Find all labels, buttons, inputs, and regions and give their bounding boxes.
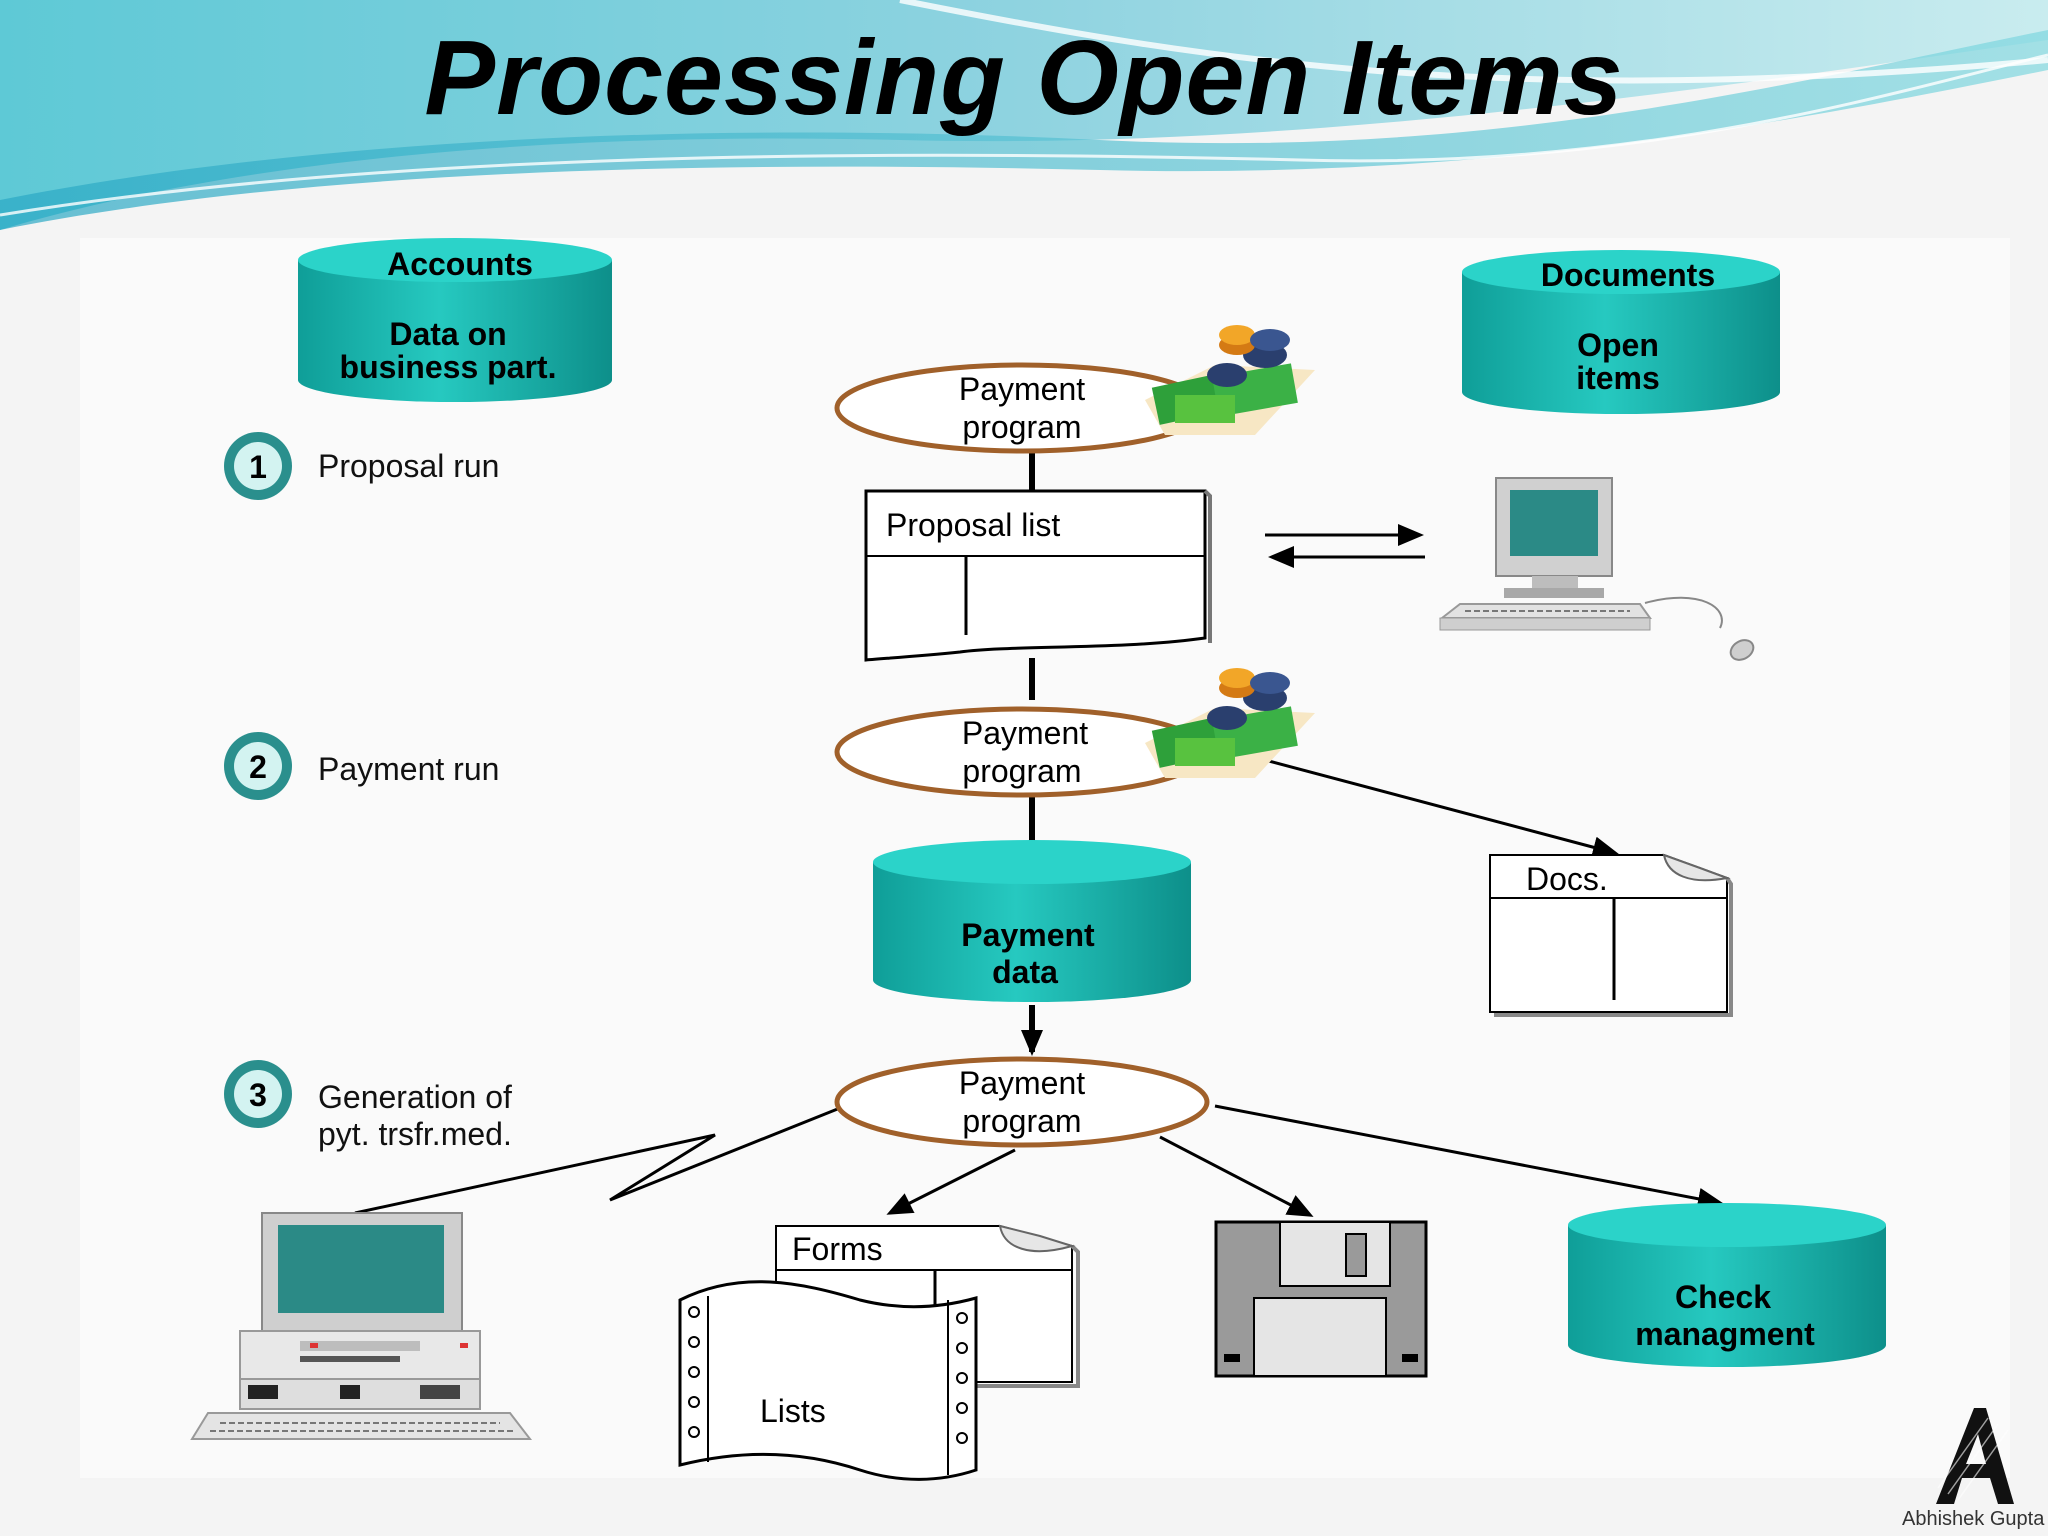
author-logo-icon xyxy=(1936,1408,2014,1504)
accounts-title: Accounts xyxy=(387,246,533,282)
floppy-disk-icon xyxy=(1214,1220,1428,1378)
step-2-label: Payment run xyxy=(318,751,499,787)
lists-label: Lists xyxy=(760,1393,826,1429)
slide-title: Processing Open Items xyxy=(424,19,1624,137)
money-icon xyxy=(1145,668,1315,778)
check-line1: Check xyxy=(1675,1279,1771,1315)
documents-line2: Open xyxy=(1577,327,1659,363)
check-line2: managment xyxy=(1635,1316,1815,1352)
accounts-line3: business part. xyxy=(340,349,557,385)
documents-database: Documents Open items xyxy=(1462,250,1780,414)
accounts-database: Accounts Data on business part. xyxy=(298,238,612,402)
payment-program-3: Payment program xyxy=(834,1056,1210,1148)
step-1: 1 Proposal run xyxy=(224,432,499,500)
svg-text:Payment: Payment xyxy=(959,1065,1085,1101)
svg-text:Payment: Payment xyxy=(962,715,1088,751)
proposal-list-header: Proposal list xyxy=(886,507,1060,543)
payment-data-database: Payment data xyxy=(873,840,1191,1002)
docs-header: Docs. xyxy=(1526,861,1608,897)
step-3-label-line1: Generation of xyxy=(318,1079,512,1115)
connectors xyxy=(354,452,1724,1217)
lists-document: Lists xyxy=(678,1280,978,1481)
computer-icon xyxy=(1439,477,1755,661)
author-watermark: Abhishek Gupta xyxy=(1902,1508,2045,1530)
payment-data-line2: data xyxy=(992,954,1058,990)
payment-data-line1: Payment xyxy=(961,917,1095,953)
money-icon xyxy=(1145,325,1315,435)
forms-header: Forms xyxy=(792,1231,883,1267)
svg-text:program: program xyxy=(962,409,1081,445)
step-2-number: 2 xyxy=(249,749,267,785)
svg-text:Payment: Payment xyxy=(959,371,1085,407)
step-3-number: 3 xyxy=(249,1077,267,1113)
step-1-label: Proposal run xyxy=(318,448,499,484)
svg-text:program: program xyxy=(962,1103,1081,1139)
proposal-list-document: Proposal list xyxy=(864,489,1212,662)
docs-document: Docs. xyxy=(1489,853,1733,1017)
step-1-number: 1 xyxy=(249,449,267,485)
step-2: 2 Payment run xyxy=(224,732,499,800)
documents-title: Documents xyxy=(1541,257,1715,293)
documents-line3: items xyxy=(1576,360,1660,396)
svg-text:program: program xyxy=(962,753,1081,789)
desktop-computer-icon xyxy=(190,1212,533,1440)
check-management-database: Check managment xyxy=(1568,1203,1886,1367)
accounts-line2: Data on xyxy=(389,316,506,352)
step-3-label-line2: pyt. trsfr.med. xyxy=(318,1116,512,1152)
step-3: 3 Generation of pyt. trsfr.med. xyxy=(224,1060,512,1152)
